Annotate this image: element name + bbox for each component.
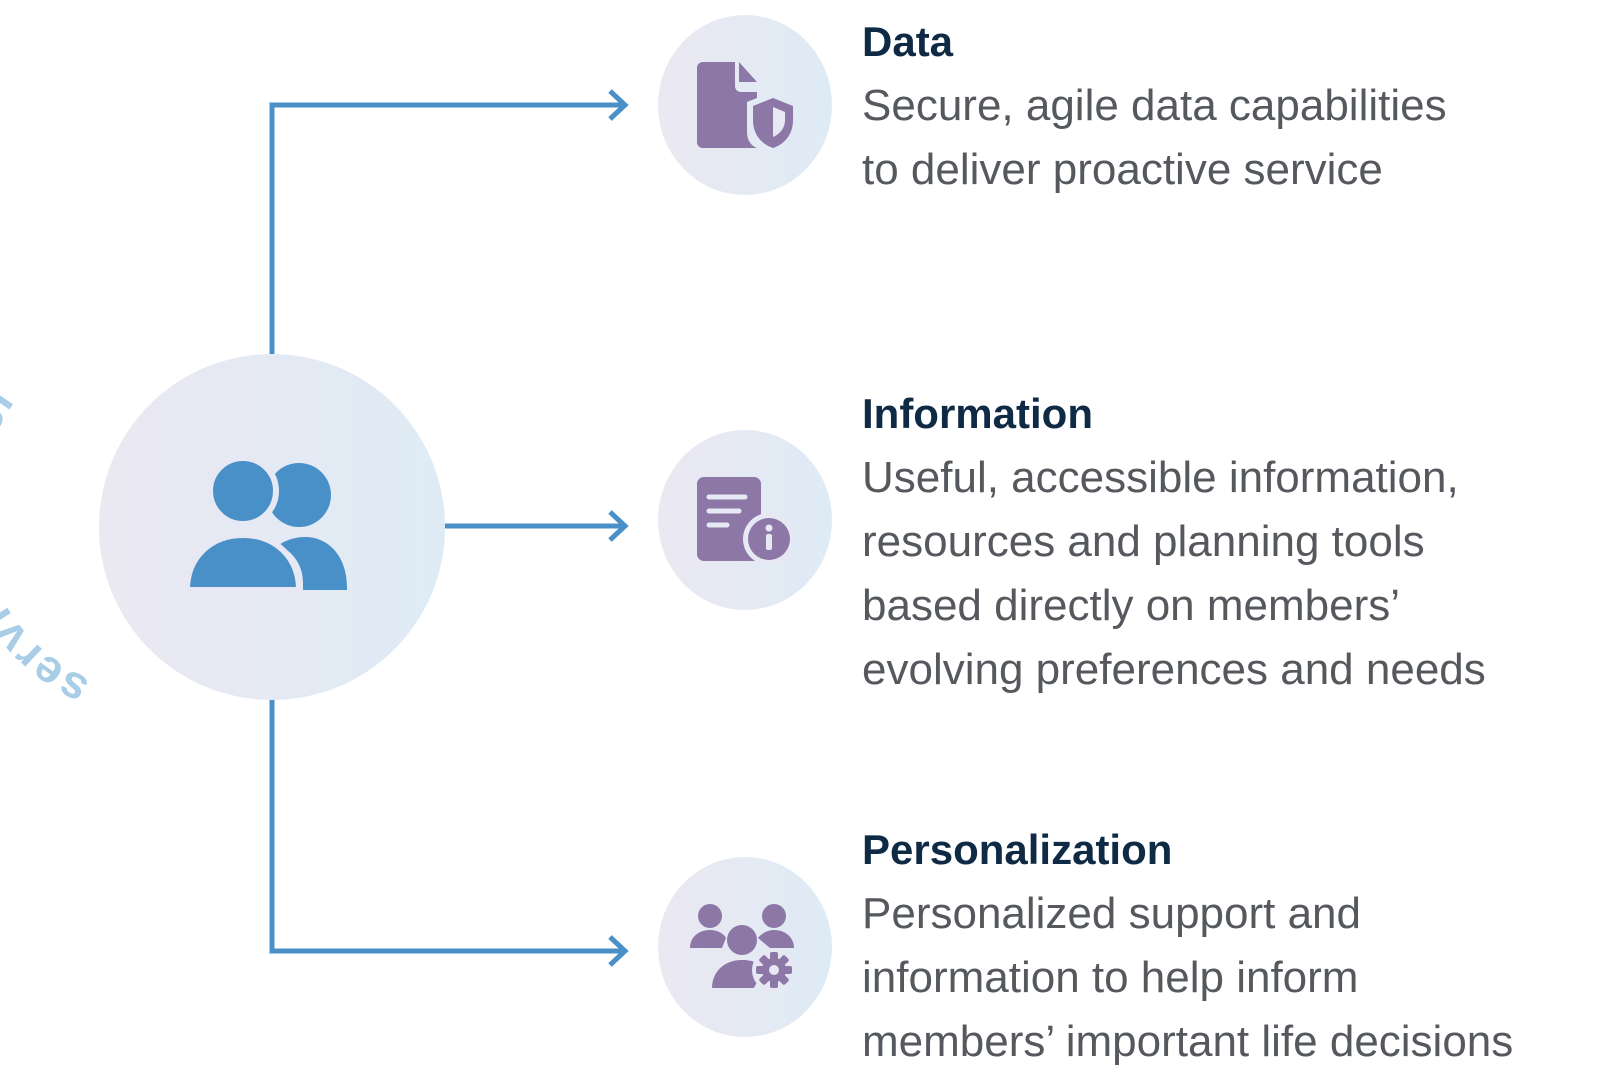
item-description: Useful, accessible information, resource…	[862, 453, 1486, 694]
item-title: Personalization	[862, 826, 1173, 873]
item-description: Secure, agile data capabilities to deliv…	[862, 81, 1447, 194]
item-description: Personalized support and information to …	[862, 889, 1514, 1066]
item-data: Data Secure, agile data capabilities to …	[862, 14, 1622, 202]
document-info-icon	[697, 477, 795, 563]
node-personalization	[658, 857, 832, 1037]
users-gear-icon	[690, 904, 796, 992]
connector-personalization	[269, 700, 625, 954]
item-information: Information Useful, accessible informati…	[862, 386, 1622, 702]
item-personalization: Personalization Personalized support and…	[862, 822, 1622, 1074]
hub-circle	[99, 354, 445, 700]
arrowhead-personalization	[608, 935, 629, 967]
users-icon	[187, 457, 347, 593]
connector-data	[269, 102, 625, 354]
file-shield-icon	[697, 62, 793, 148]
arrowhead-information	[608, 510, 629, 542]
item-title: Information	[862, 390, 1093, 437]
hub-label: service model	[0, 376, 93, 717]
node-information	[658, 430, 832, 610]
svg-text:service model: service model	[0, 376, 95, 717]
arrowhead-data	[608, 89, 629, 121]
item-title: Data	[862, 18, 954, 65]
node-data	[658, 15, 832, 195]
